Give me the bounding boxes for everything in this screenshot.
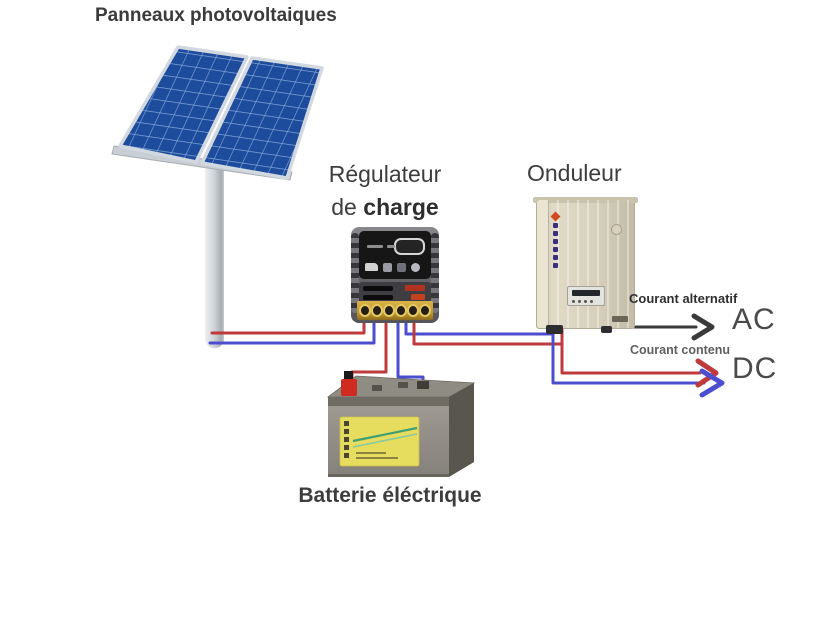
battery-image	[326, 371, 476, 477]
inverter-brand-logo	[550, 211, 561, 268]
regulator-vent-slot	[363, 286, 393, 291]
inverter-buttons	[571, 300, 593, 303]
battery-front-top-band	[328, 397, 449, 406]
terminal-screw	[383, 304, 395, 317]
battery-negative-terminal	[417, 381, 429, 389]
regulator-label-charge: charge	[363, 194, 439, 220]
wire-dc-blue	[551, 332, 706, 385]
battery-right-side	[449, 383, 474, 477]
regulator-led-indicator	[405, 285, 425, 291]
wire-panel-positive	[210, 312, 366, 335]
battery-positive-terminal	[341, 379, 357, 396]
inverter-left-edge	[537, 200, 549, 328]
ac-abbreviation: AC	[732, 303, 776, 336]
panel-pole	[205, 158, 224, 348]
dc-arrow-red-icon	[695, 358, 719, 388]
inverter-image	[533, 197, 638, 334]
battery-level-icon	[383, 262, 392, 272]
battery-bottom-edge	[328, 474, 449, 477]
regulator-led-indicator	[411, 294, 425, 300]
terminal-screw	[419, 304, 431, 317]
regulator-label-de: de	[331, 194, 357, 220]
wire-dc-red	[560, 342, 702, 375]
regulator-display	[394, 238, 425, 255]
ac-caption: Courant alternatif	[629, 291, 738, 306]
inverter-ac-connector	[601, 326, 612, 333]
solar-panels-image	[118, 45, 324, 180]
inverter-rating-label	[612, 316, 628, 322]
inverter-display	[566, 286, 605, 306]
inverter-mount-bracket	[533, 197, 638, 203]
regulator-vent-slot	[363, 295, 393, 300]
regulator-heatsink-left	[351, 233, 359, 313]
solar-panel-right	[200, 56, 324, 180]
battery-cap	[372, 385, 382, 391]
inverter-vent-icon	[611, 224, 622, 235]
terminal-screw	[395, 304, 407, 317]
solar-panels-label: Panneaux photovoltaiques	[95, 5, 337, 26]
battery-terminal-clamp	[344, 371, 353, 382]
battery-cap	[398, 382, 408, 388]
dc-abbreviation: DC	[732, 352, 778, 385]
terminal-screw	[407, 304, 419, 317]
brand-diamond-icon	[550, 211, 561, 222]
wire-panel-negative	[208, 312, 376, 345]
inverter-dc-connector	[546, 325, 563, 334]
inverter-screen	[571, 290, 600, 296]
regulator-print	[387, 245, 395, 248]
sun-icon	[411, 262, 420, 272]
regulator-status-icons	[365, 261, 425, 273]
regulator-label-line1: Régulateur	[328, 161, 442, 187]
battery-level-icon	[397, 262, 406, 272]
ac-arrow-icon	[691, 313, 715, 341]
battery-label-sticker	[339, 416, 420, 467]
regulator-heatsink-right	[431, 233, 439, 313]
terminal-screw	[359, 304, 371, 317]
regulator-print	[367, 245, 383, 248]
charge-regulator-image	[351, 227, 439, 323]
inverter-label: Onduleur	[527, 160, 622, 186]
load-icon	[365, 263, 378, 271]
dc-arrow-blue-icon	[699, 368, 725, 398]
regulator-front-panel	[359, 231, 431, 279]
terminal-screw	[371, 304, 383, 317]
battery-label: Batterie éléctrique	[298, 484, 482, 507]
regulator-terminal-strip	[357, 301, 433, 320]
solar-panel-left	[118, 45, 249, 164]
dc-caption: Courant contenu	[630, 343, 730, 357]
